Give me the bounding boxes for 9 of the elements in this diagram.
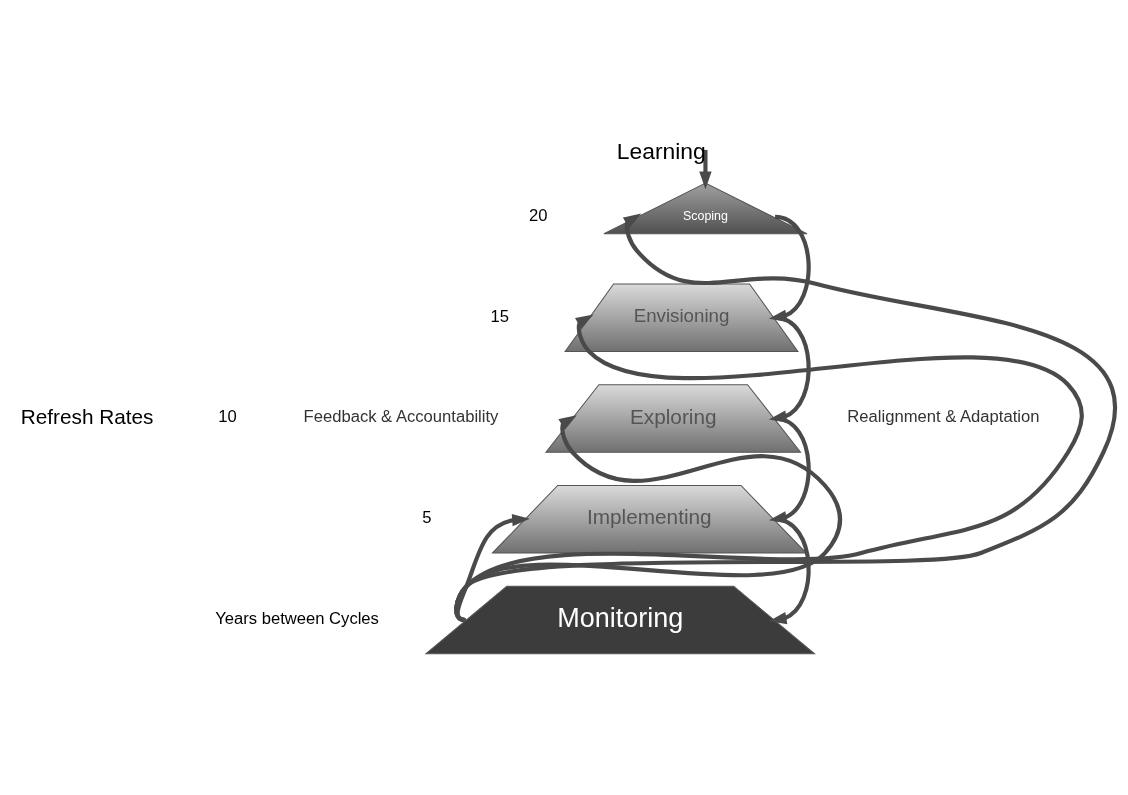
label: 20: [528, 205, 548, 225]
edge-label: Learning: [616, 138, 706, 165]
label: Feedback & Accountability: [303, 407, 499, 427]
label: 10: [218, 407, 237, 427]
label: Years between Cycles: [215, 609, 379, 629]
label: 15: [490, 306, 509, 326]
label: Refresh Rates: [20, 404, 154, 428]
label: Realignment & Adaptation: [847, 407, 1040, 427]
label: 5: [422, 508, 432, 528]
